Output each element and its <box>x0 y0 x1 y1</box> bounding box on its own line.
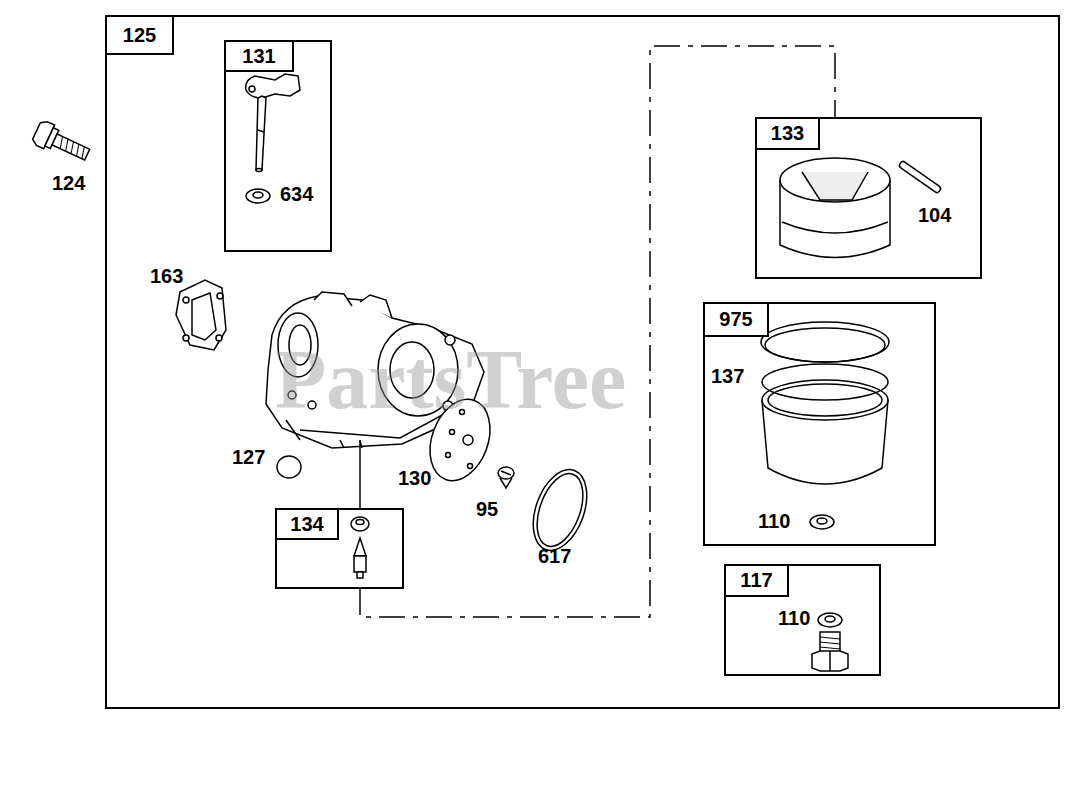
kit-number: 117 <box>726 566 789 597</box>
kit-number: 975 <box>705 304 769 337</box>
callout-number: 634 <box>280 182 313 206</box>
callout-number: 110 <box>778 606 810 630</box>
kit-box: 134 <box>275 508 404 589</box>
screw-drawing <box>498 467 514 488</box>
bowl-drawing <box>761 322 889 529</box>
kit-number: 125 <box>107 17 174 55</box>
callout-number: 130 <box>398 466 431 490</box>
bolt-drawing <box>31 119 93 166</box>
callout-number: 95 <box>476 497 498 521</box>
callout-number: 110 <box>758 509 790 533</box>
leader-line <box>359 440 361 510</box>
callout-number: 163 <box>150 264 183 288</box>
o-ring-drawing <box>523 462 597 557</box>
welch-plug-drawing <box>277 456 301 478</box>
kit-number: 134 <box>277 510 339 540</box>
kit-number: 131 <box>226 42 294 72</box>
kit-box: 975 137 110 <box>703 302 936 546</box>
bowl-nut-drawing <box>812 613 848 671</box>
gasket-drawing <box>176 280 226 350</box>
needle-seat-drawing <box>351 517 369 578</box>
kit-box: 117110 <box>724 564 881 676</box>
kit-box: 133 104 <box>755 117 982 279</box>
callout-number: 137 <box>711 364 744 388</box>
float-drawing <box>780 158 890 258</box>
callout-number: 127 <box>232 445 265 469</box>
callout-number: 617 <box>538 544 571 568</box>
pin-drawing <box>898 160 941 193</box>
dash-dot-connector <box>360 46 835 617</box>
callout-number: 124 <box>52 171 85 195</box>
callout-number: 104 <box>918 203 951 227</box>
kit-box: 131 634 <box>224 40 332 252</box>
kit-number: 133 <box>757 119 820 150</box>
watermark: PartsTree <box>275 330 626 430</box>
